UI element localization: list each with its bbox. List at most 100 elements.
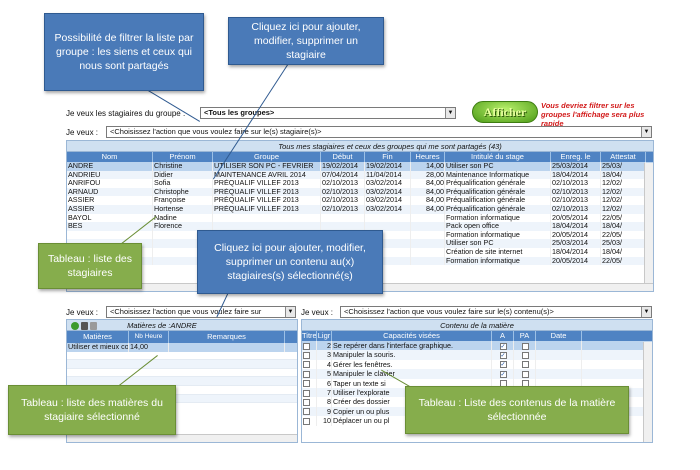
- capacity-text: Gérer les fenêtres.: [332, 359, 492, 370]
- trainee-action-select[interactable]: <Choisissez l'action que vous voulez fai…: [106, 126, 652, 138]
- subjects-horizontal-scrollbar[interactable]: [67, 434, 297, 442]
- col-intitule[interactable]: Intitulé du stage: [445, 152, 551, 162]
- chevron-down-icon[interactable]: ▼: [641, 127, 651, 137]
- table-cell: 14,00: [129, 343, 169, 352]
- content-action-label: Je veux :: [301, 308, 334, 317]
- subject-action-select[interactable]: <Choisissez l'action que vous voulez fai…: [106, 306, 296, 318]
- chevron-down-icon[interactable]: ▼: [641, 307, 651, 317]
- col-capacites[interactable]: Capacités visées: [332, 331, 492, 341]
- callout-contents-table: Tableau : Liste des contenus de la matiè…: [405, 386, 629, 434]
- col-pa[interactable]: PA: [514, 331, 536, 341]
- col-matieres[interactable]: Matières: [67, 331, 129, 343]
- col-attestation[interactable]: Attestat: [601, 152, 646, 162]
- table-cell: Formation informatique: [445, 256, 551, 266]
- checkmark-icon[interactable]: ✓: [499, 342, 507, 350]
- row-checkbox[interactable]: [303, 408, 310, 416]
- date-cell: [536, 341, 582, 351]
- col-prenom[interactable]: Prénom: [153, 152, 213, 162]
- contents-vertical-scrollbar[interactable]: [643, 342, 652, 442]
- col-a[interactable]: A: [492, 331, 514, 341]
- table-row[interactable]: Utiliser et mieux connaî14,00: [67, 343, 297, 352]
- partially-acquired-checkbox[interactable]: [521, 361, 529, 369]
- acquired-cell: ✓: [492, 359, 514, 370]
- col-date[interactable]: Date: [536, 331, 582, 341]
- trainees-table-header: Nom Prénom Groupe Début Fin Heures Intit…: [67, 152, 653, 162]
- group-filter-select[interactable]: <Tous les groupes>▼: [200, 107, 456, 119]
- col-nom[interactable]: Nom: [67, 152, 153, 162]
- partially-acquired-checkbox[interactable]: [521, 370, 529, 378]
- line-number: 5: [317, 369, 332, 379]
- row-checkbox[interactable]: [303, 370, 310, 378]
- partially-acquired-cell: [514, 350, 536, 360]
- edit-icon[interactable]: [90, 322, 97, 331]
- callout-subjects-table: Tableau : liste des matières du stagiair…: [8, 385, 176, 435]
- empty-row: [67, 360, 297, 369]
- table-cell: Utiliser son PC: [445, 162, 551, 171]
- col-ligne[interactable]: Ligr: [317, 331, 332, 341]
- col-heures[interactable]: Heures: [411, 152, 445, 162]
- line-number: 4: [317, 359, 332, 370]
- content-action-select[interactable]: <Choisissez l'action que vous voulez fai…: [340, 306, 652, 318]
- table-cell: Maintenance Informatique: [445, 170, 551, 180]
- row-checkbox[interactable]: [303, 351, 310, 359]
- row-checkbox[interactable]: [303, 380, 310, 388]
- chevron-down-icon[interactable]: ▼: [285, 307, 295, 317]
- col-fin[interactable]: Fin: [365, 152, 411, 162]
- refresh-icon[interactable]: [71, 322, 79, 331]
- checkmark-icon[interactable]: ✓: [499, 361, 507, 369]
- callout-trainees-table: Tableau : liste des stagiaires: [38, 243, 142, 289]
- partially-acquired-checkbox[interactable]: [521, 342, 529, 350]
- row-checkbox[interactable]: [303, 398, 310, 406]
- row-checkbox[interactable]: [303, 389, 310, 397]
- row-checkbox[interactable]: [303, 417, 310, 425]
- table-cell: UTILISER SON PC - FEVRIER: [213, 162, 321, 171]
- checkmark-icon[interactable]: ✓: [499, 351, 507, 359]
- table-cell: [321, 213, 365, 223]
- row-checkbox[interactable]: [303, 361, 310, 369]
- table-cell: [411, 239, 445, 248]
- subject-action-label: Je veux :: [66, 308, 99, 317]
- table-cell: 84,00: [411, 179, 445, 188]
- checkmark-icon[interactable]: ✓: [499, 370, 507, 378]
- empty-row: [67, 377, 297, 386]
- table-cell: 22/05/: [601, 256, 646, 266]
- table-cell: ANDRE: [67, 162, 153, 171]
- col-titre[interactable]: Titre: [302, 331, 317, 341]
- save-icon[interactable]: [81, 322, 88, 331]
- table-cell: 14,00: [411, 162, 445, 171]
- col-debut[interactable]: Début: [321, 152, 365, 162]
- table-cell: [213, 213, 321, 223]
- col-groupe[interactable]: Groupe: [213, 152, 321, 162]
- contents-table-title: Contenu de la matière: [302, 320, 652, 331]
- afficher-button[interactable]: Afficher: [472, 101, 538, 123]
- table-cell: 02/10/2013: [551, 179, 601, 188]
- row-checkbox-cell: [302, 397, 317, 407]
- table-cell: Christine: [153, 162, 213, 171]
- table-cell: PRÉQUALIF VILLEF 2013: [213, 179, 321, 188]
- trainees-vertical-scrollbar[interactable]: [644, 163, 653, 283]
- chevron-down-icon[interactable]: ▼: [445, 108, 455, 118]
- col-nb-heure[interactable]: Nb Heure: [129, 331, 169, 343]
- table-cell: BAYOL: [67, 213, 153, 223]
- subjects-table-body: Utiliser et mieux connaî14,00: [67, 343, 297, 404]
- table-cell: Françoise: [153, 196, 213, 205]
- col-enreg[interactable]: Enreg. le: [551, 152, 601, 162]
- partially-acquired-checkbox[interactable]: [521, 351, 529, 359]
- table-cell: ASSIER: [67, 204, 153, 214]
- row-checkbox[interactable]: [303, 342, 310, 350]
- col-remarques[interactable]: Remarques: [169, 331, 285, 343]
- filter-warning: Vous devriez filtrer sur les groupes l'a…: [541, 101, 645, 128]
